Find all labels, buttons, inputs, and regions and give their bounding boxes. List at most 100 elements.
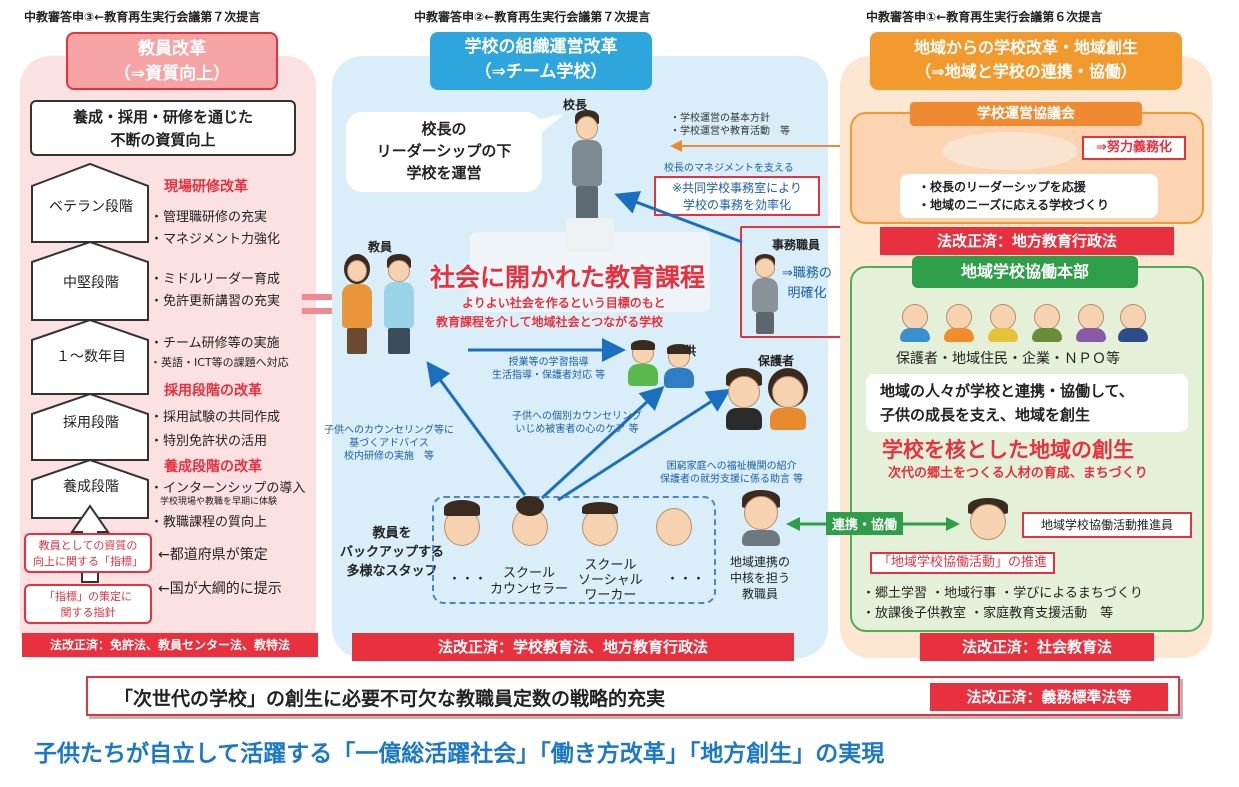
law-right-top: 法改正済：地方教育行政法 [880, 227, 1174, 255]
counsel-advice: 子供へのカウンセリング等に 基づくアドバイス 校内研修の実施 等 [324, 424, 454, 463]
equals-sign-top [302, 294, 332, 300]
curriculum-sub1: よりよい社会を作るという目標のもと [462, 296, 666, 310]
bullet-9-sub: 学校現場や教職を早期に体験 [160, 497, 278, 507]
indicator-line1: 教員としての資質の [38, 539, 138, 552]
school-core-title: 学校を核とした地域の創生 [882, 438, 1134, 462]
council-roles: ・校長のリーダーシップを応援 ・地域のニーズに応える学校づくり [900, 174, 1158, 218]
joint-office-box: ※共同学校事務室により 学校の事務を効率化 [654, 176, 820, 216]
policy-line2: ・学校運営や教育活動 等 [670, 126, 790, 137]
children-figure [628, 340, 698, 390]
liaison-label: 地域連携の 中核を担う 教職員 [730, 554, 790, 602]
heading-yosei: 養成段階の改革 [164, 459, 262, 475]
promoter-figure [966, 498, 1014, 546]
bullet-7: ・採用試験の共同作成 [150, 410, 281, 425]
counsel-line2: 基づくアドバイス [349, 438, 429, 449]
stage-veteran: ベテラン段階 [49, 199, 133, 215]
effort-duty-box: ⇒努力義務化 [1082, 136, 1186, 160]
parents-figure [724, 368, 810, 430]
team-school-subtitle: （⇒チーム学校） [474, 62, 608, 82]
law-left: 法改正済：免許法、教員センター法、教特法 [22, 633, 318, 657]
bullet-9: ・インターンシップの導入 [150, 481, 306, 496]
community-members: 保護者・地域住民・企業・ＮＰＯ等 [896, 351, 1120, 367]
parent-label: 保護者 [758, 354, 795, 368]
policy-list: ・学校運営の基本方針 ・学校運営や教育活動 等 [670, 112, 790, 138]
indicator-line2: 向上に関する「指標」 [33, 555, 143, 568]
liaison-line1: 地域連携の [730, 555, 791, 569]
bubble-tail [536, 114, 564, 136]
law-center: 法改正済：学校教育法、地方教育行政法 [352, 633, 794, 661]
sc-line2: カウンセラー [490, 582, 569, 597]
ssw-line2: ソーシャル [578, 573, 643, 588]
office-staff-label: 事務職員 [772, 238, 821, 252]
school-social-worker: スクール ソーシャル ワーカー [578, 558, 643, 603]
community-people [900, 298, 1148, 342]
office-staff-figure [752, 254, 778, 334]
sc-line1: スクール [503, 566, 556, 581]
ssw-line1: スクール [584, 558, 637, 573]
principal-speech-bubble: 校長の リーダーシップの下 学校を運営 [346, 112, 542, 192]
welfare-line1: 困窮家庭への福祉機関の紹介 [666, 461, 797, 472]
policy-line1: ・学校運営の基本方針 [670, 113, 770, 124]
support-text: 校長のマネジメントを支える [664, 163, 794, 174]
team-school-title: 学校の組織運営改革 （⇒チーム学校） [430, 32, 652, 90]
header-center: 中教審答申②←教育再生実行会議第７次提言 [414, 10, 651, 24]
welfare-support: 困窮家庭への福祉機関の紹介 保護者の就労支援に係る助言 等 [660, 460, 803, 486]
individual-counsel: 子供への個別カウンセリング いじめ被害者の心のケア 等 [512, 410, 642, 436]
welfare-line2: 保護者の就労支援に係る助言 等 [660, 474, 804, 485]
team-school-title-text: 学校の組織運営改革 [464, 37, 618, 57]
continuous-line1: 養成・採用・研修を通じた [72, 108, 253, 126]
center-arrows [426, 191, 743, 502]
community-reform-title: 地域からの学校改革・地域創生 （⇒地域と学校の連携・協働） [870, 32, 1182, 90]
bubble-line2: リーダーシップの下 [376, 142, 512, 160]
teacher-label: 教員 [368, 240, 393, 254]
community-subtitle: （⇒地域と学校の連携・協働） [915, 62, 1137, 81]
stage-training: 養成段階 [63, 479, 119, 495]
bubble-line1: 校長の [421, 120, 467, 138]
bullet-4: ・免許更新講習の充実 [150, 294, 281, 309]
stage-veteran-shape [31, 162, 149, 243]
backup-staff-label: 教員を バックアップする 多様なスタッフ [340, 524, 444, 581]
guideline-box: 「指標」の策定に 関する指針 [24, 584, 152, 624]
stage-chevrons [31, 162, 149, 583]
header-right: 中教審答申①←教育再生実行会議第６次提言 [866, 10, 1103, 24]
indiv-line2: いじめ被害者の心のケア 等 [515, 424, 639, 435]
equals-sign-bottom [302, 308, 332, 314]
bullet-3: ・ミドルリーダー育成 [150, 272, 281, 287]
heading-saiyo: 採用段階の改革 [164, 383, 262, 399]
community-message-box: 地域の人々が学校と連携・協働して、 子供の成長を支え、地域を創生 [866, 374, 1188, 432]
stage-mid: 中堅段階 [63, 275, 119, 291]
heading-genba: 現場研修改革 [164, 179, 248, 195]
backup-line1: 教員を [372, 526, 412, 541]
backup-line3: 多様なスタッフ [346, 564, 438, 579]
stage-training-shape [31, 458, 149, 519]
bullet-1: ・管理職研修の充実 [150, 210, 268, 225]
council-role1: ・校長のリーダーシップを応援 [918, 180, 1086, 194]
cooperation-label: 連携・協働 [826, 512, 904, 535]
guideline-line1: 「指標」の策定に [44, 590, 132, 603]
promoter-box: 地域学校協働活動推進員 [1022, 512, 1192, 538]
activity-list-1: ・郷土学習 ・地域行事 ・学びによるまちづくり [862, 586, 1143, 601]
lesson-line2: 生活指導・保護者対応 等 [492, 370, 606, 381]
arrow-staff-to-parent [557, 388, 732, 502]
stage-early: １～数年目 [56, 349, 126, 365]
lesson-guidance: 授業等の学習指導 生活指導・保護者対応 等 [492, 356, 605, 382]
teacher-figure-female [342, 254, 372, 354]
stage-mid-shape [31, 240, 149, 321]
message-line1: 地域の人々が学校と連携・協働して、 [880, 382, 1134, 400]
continuous-line2: 不断の資質向上 [110, 131, 216, 149]
cooperation-hq-title: 地域学校協働本部 [912, 256, 1138, 288]
bubble-line3: 学校を運営 [406, 164, 482, 182]
principal-figure [572, 110, 602, 220]
council-title: 学校運営協議会 [910, 102, 1142, 126]
liaison-teacher-figure [740, 490, 782, 546]
joint-line2: 学校の事務を効率化 [682, 198, 791, 212]
nation-note: ←国が大綱的に提示 [158, 581, 282, 597]
staff-dashed-group [432, 496, 716, 604]
teacher-reform-title: 教員改革 （⇒資質向上） [66, 32, 278, 90]
counsel-line1: 子供へのカウンセリング等に [324, 425, 454, 436]
open-curriculum-title: 社会に開かれた教育課程 [430, 263, 706, 292]
guideline-line2: 関する指針 [60, 606, 116, 619]
bullet-8: ・特別免許状の活用 [150, 434, 268, 449]
law-right-bottom: 法改正済：社会教育法 [920, 633, 1154, 661]
bullet-10: ・教職課程の質向上 [150, 515, 268, 530]
